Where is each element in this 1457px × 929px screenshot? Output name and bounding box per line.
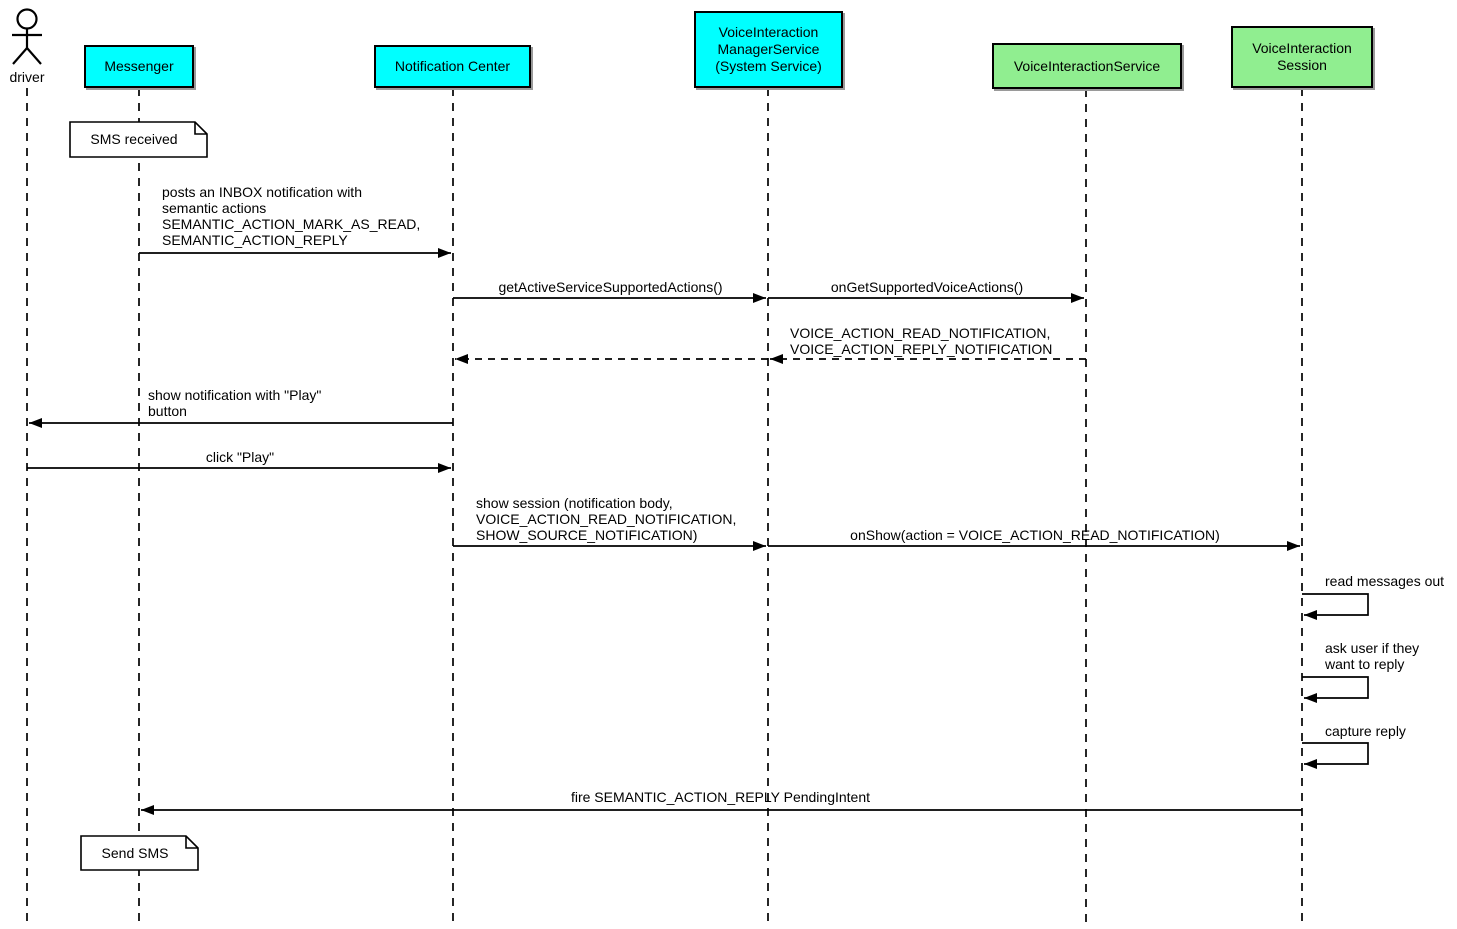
message-label-voice-actions-return: VOICE_ACTION_READ_NOTIFICATION, VOICE_AC… xyxy=(790,325,1053,357)
message-label-capture-reply: capture reply xyxy=(1325,723,1406,739)
participant-voiceinteractionservice: VoiceInteractionService xyxy=(992,43,1182,89)
participant-voiceinteraction-session: VoiceInteraction Session xyxy=(1231,26,1373,88)
self-arrow-capture-reply xyxy=(1302,742,1369,769)
message-label-click-play: click "Play" xyxy=(205,449,275,465)
message-label-get-actions: getActiveServiceSupportedActions() xyxy=(498,279,723,295)
note-sms-received-shape xyxy=(69,121,208,158)
self-arrow-read-messages xyxy=(1302,593,1369,620)
actor-driver-label: driver xyxy=(9,69,45,85)
note-send-sms-shape xyxy=(80,835,199,871)
note-send-sms-fold-icon xyxy=(185,836,198,849)
message-label-ask-reply: ask user if they want to reply xyxy=(1325,640,1420,672)
actor-figure-icon xyxy=(12,8,42,65)
note-shapes xyxy=(69,121,208,871)
message-label-read-messages: read messages out xyxy=(1325,573,1445,589)
self-call-arrows xyxy=(1302,593,1369,769)
message-label-show-notification: show notification with "Play" button xyxy=(148,387,322,419)
message-label-fire-reply: fire SEMANTIC_ACTION_REPLY PendingIntent xyxy=(570,789,871,805)
message-label-post-inbox: posts an INBOX notification with semanti… xyxy=(162,184,421,248)
note-send-sms-text: Send SMS xyxy=(101,845,169,861)
participant-voiceinteraction-managerservice: VoiceInteraction ManagerService (System … xyxy=(694,11,843,88)
note-sms-received-fold-icon xyxy=(194,122,207,135)
participant-messenger: Messenger xyxy=(84,45,194,88)
message-arrows xyxy=(27,248,1302,815)
participant-notification-center: Notification Center xyxy=(374,45,531,88)
self-arrow-ask-reply xyxy=(1302,676,1369,703)
message-label-on-show: onShow(action = VOICE_ACTION_READ_NOTIFI… xyxy=(850,527,1220,543)
lifelines xyxy=(26,88,1303,927)
message-label-show-session: show session (notification body, VOICE_A… xyxy=(476,495,737,543)
note-sms-received-text: SMS received xyxy=(90,131,178,147)
message-label-on-get-actions: onGetSupportedVoiceActions() xyxy=(830,279,1024,295)
